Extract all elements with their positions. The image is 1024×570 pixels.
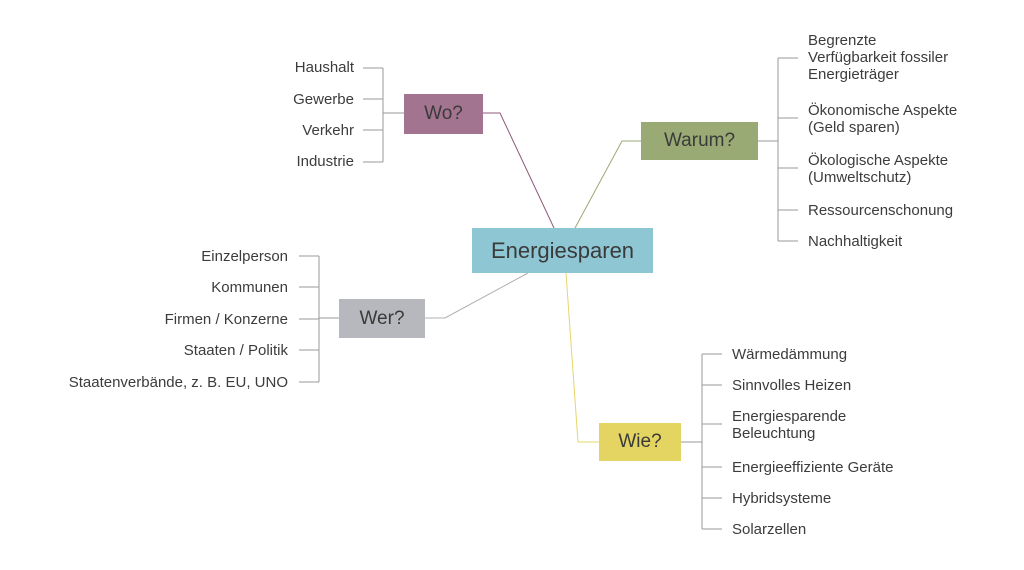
warum-item-nachhaltigkeit[interactable]: Nachhaltigkeit: [808, 233, 903, 250]
warum-item-begrenzte[interactable]: Begrenzte Verfügbarkeit fossiler Energie…: [808, 32, 949, 83]
wie-item-beleuchtung[interactable]: Energiesparende Beleuchtung: [732, 408, 847, 442]
link-center-warum: [574, 140, 641, 229]
branch-wo[interactable]: Wo?: [404, 94, 483, 134]
link-center-wer: [425, 272, 529, 319]
warum-item-ressourcen[interactable]: Ressourcenschonung: [808, 202, 954, 219]
wer-item-firmen[interactable]: Firmen / Konzerne: [164, 311, 288, 328]
branch-wer[interactable]: Wer?: [339, 299, 425, 338]
wie-item-solar[interactable]: Solarzellen: [732, 521, 807, 538]
warum-item-oekonomisch[interactable]: Ökonomische Aspekte (Geld sparen): [808, 102, 958, 136]
wie-item-heizen[interactable]: Sinnvolles Heizen: [732, 377, 852, 394]
branch-warum[interactable]: Warum?: [641, 122, 758, 160]
wo-item-industrie[interactable]: Industrie: [296, 153, 354, 170]
wie-item-geraete[interactable]: Energieeffiziente Geräte: [732, 459, 894, 476]
wo-item-gewerbe[interactable]: Gewerbe: [293, 91, 354, 108]
wie-item-waermedaemmung[interactable]: Wärmedämmung: [732, 346, 848, 363]
wo-item-haushalt[interactable]: Haushalt: [294, 59, 354, 76]
wo-item-verkehr[interactable]: Verkehr: [302, 122, 354, 139]
wie-item-hybrid[interactable]: Hybridsysteme: [732, 490, 832, 507]
wer-item-staaten[interactable]: Staaten / Politik: [183, 342, 288, 359]
link-center-wie: [565, 272, 599, 443]
wer-item-einzelperson[interactable]: Einzelperson: [201, 248, 288, 265]
link-center-wo: [483, 112, 555, 229]
warum-item-oekologisch[interactable]: Ökologische Aspekte (Umweltschutz): [808, 152, 949, 186]
central-topic[interactable]: Energiesparen: [472, 228, 653, 273]
branch-wie[interactable]: Wie?: [599, 423, 681, 461]
wer-item-kommunen[interactable]: Kommunen: [211, 279, 288, 296]
wer-item-staatenverbaende[interactable]: Staatenverbände, z. B. EU, UNO: [68, 374, 288, 391]
